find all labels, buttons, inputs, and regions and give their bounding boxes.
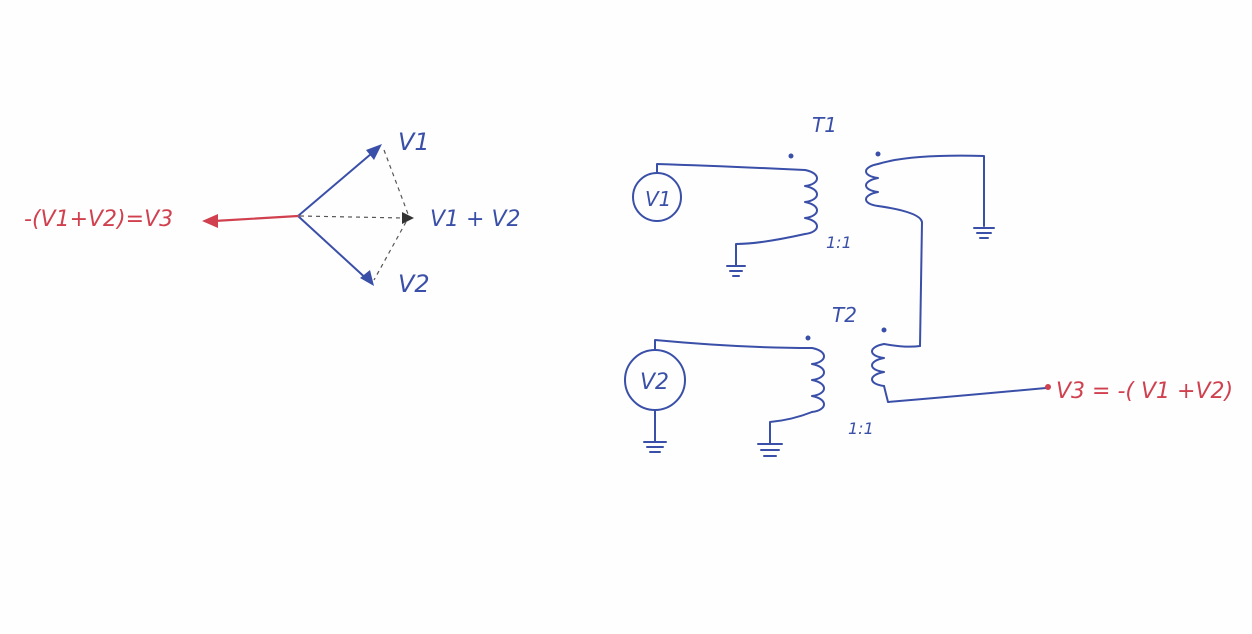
output-label: V3 = -( V1 +V2) bbox=[1056, 379, 1233, 404]
t1-primary-dot bbox=[788, 153, 794, 159]
t2-primary-coil bbox=[811, 347, 825, 413]
v2-arrowhead bbox=[360, 270, 374, 286]
t2-label: T2 bbox=[832, 303, 857, 327]
t1-primary-bottom-wire bbox=[735, 233, 806, 267]
v3-vector bbox=[212, 214, 300, 223]
t2-ratio-label: 1:1 bbox=[848, 419, 874, 438]
v2-vector bbox=[297, 215, 371, 283]
t1-ratio-label: 1:1 bbox=[826, 233, 852, 252]
source-v1-label: V1 bbox=[645, 187, 671, 211]
t1-secondary-top-wire bbox=[877, 154, 985, 227]
output-wire bbox=[883, 385, 1047, 403]
sum-vector-dashed bbox=[299, 215, 405, 219]
t1-secondary-dot bbox=[875, 151, 881, 157]
parallelogram-edge-2 bbox=[373, 221, 407, 281]
source-v2-label: V2 bbox=[640, 370, 669, 395]
v3-arrowhead bbox=[202, 214, 218, 228]
t2-secondary-dot bbox=[881, 327, 887, 333]
ground-symbol-4 bbox=[757, 443, 783, 457]
phasor-result-label: -(V1+V2)=V3 bbox=[24, 207, 173, 232]
v1-vector bbox=[297, 147, 379, 217]
phasor-sum-label: V1 + V2 bbox=[430, 207, 521, 232]
phasor-v2-label: V2 bbox=[398, 270, 430, 298]
transformer-t1: T1 V1 1:1 bbox=[632, 113, 995, 347]
ground-symbol-2 bbox=[973, 227, 995, 239]
transformer-t2: T2 V2 1:1 V3 = -( V1 +V2) bbox=[624, 303, 1233, 457]
sum-arrowhead bbox=[402, 212, 414, 224]
t2-primary-top-wire bbox=[654, 339, 813, 351]
phasor-v1-label: V1 bbox=[398, 128, 430, 156]
t1-label: T1 bbox=[812, 113, 837, 137]
t2-primary-dot bbox=[805, 335, 811, 341]
ground-symbol-3 bbox=[643, 441, 667, 453]
t2-secondary-top-wire bbox=[883, 343, 921, 348]
t2-secondary-coil bbox=[871, 343, 885, 387]
t2-primary-bottom-wire bbox=[769, 411, 813, 445]
t1-secondary-coil bbox=[865, 163, 879, 207]
phasor-diagram: V1 V2 V1 + V2 -(V1+V2)=V3 bbox=[24, 128, 521, 298]
output-terminal bbox=[1045, 384, 1051, 390]
series-link-wire bbox=[877, 205, 923, 347]
v1-arrowhead bbox=[366, 144, 382, 160]
t1-primary-coil bbox=[804, 169, 818, 235]
ground-symbol-1 bbox=[726, 265, 746, 277]
t1-primary-top-wire bbox=[656, 163, 806, 174]
parallelogram-edge-1 bbox=[383, 149, 409, 215]
